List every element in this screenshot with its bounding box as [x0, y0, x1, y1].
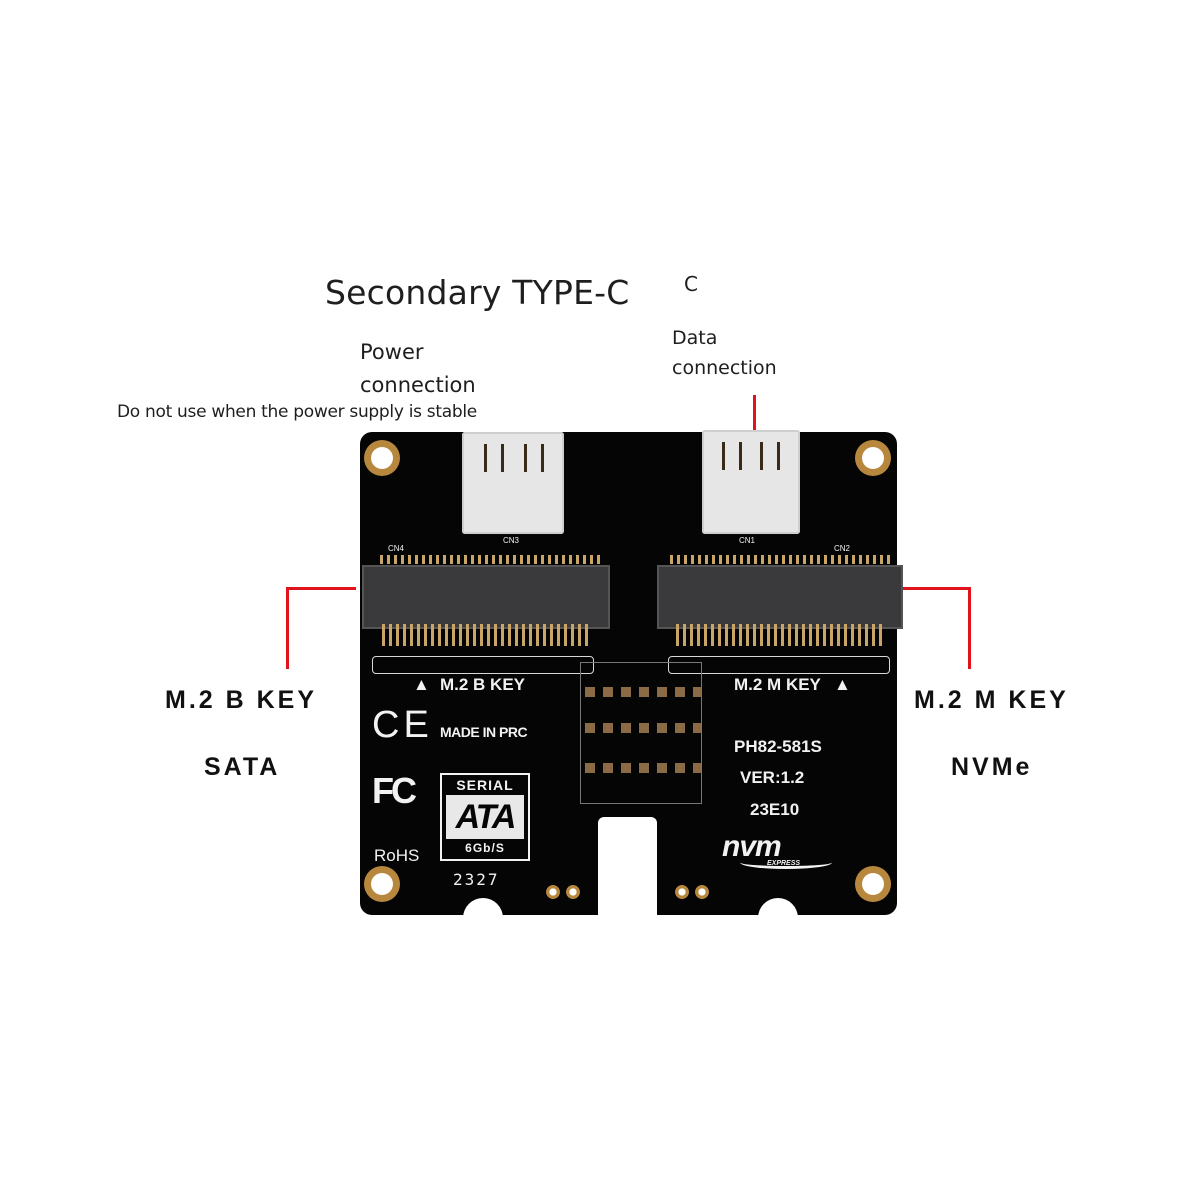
silk-arrow-up-icon: ▲: [834, 675, 851, 694]
sata-logo-mid: ATA: [455, 797, 517, 836]
connector-ref-cn3: CN3: [503, 536, 520, 545]
sata-logo-mid-box: ATA: [446, 795, 524, 839]
right-protocol-label: NVMe: [951, 753, 1033, 781]
sata-logo-top: SERIAL: [456, 777, 514, 793]
left-protocol-label: SATA: [204, 753, 281, 781]
data-connection-label: Data connection: [672, 323, 777, 383]
m2-b-key-slot: [362, 565, 610, 629]
m2-m-key-top-pins: [670, 555, 892, 564]
power-note: Do not use when the power supply is stab…: [117, 402, 477, 422]
annotation-title: Secondary TYPE-C: [325, 273, 630, 312]
sata-logo-bottom: 6Gb/S: [465, 841, 505, 855]
batch-label: 23E10: [750, 800, 800, 819]
fc-mark: FC: [372, 770, 417, 811]
silk-m2-b-key: M.2 B KEY: [440, 675, 526, 694]
connector-spring-icon: [484, 444, 504, 472]
left-callout-line-v: [286, 587, 289, 669]
mounting-hole-top-left: [364, 440, 400, 476]
silk-arrow-up-icon: ▲: [413, 675, 430, 694]
data-label-line1: Data: [672, 327, 718, 349]
power-connection-label: Power connection: [360, 336, 476, 402]
mounting-hole-bottom-right: [855, 866, 891, 902]
left-key-label: M.2 B KEY: [165, 686, 318, 714]
via: [695, 885, 709, 899]
via: [675, 885, 689, 899]
silk-m2-m-key: M.2 M KEY: [734, 675, 821, 694]
m2-b-key-footprint: [372, 656, 594, 674]
mounting-hole-top-right: [855, 440, 891, 476]
version-label: VER:1.2: [740, 768, 805, 787]
connector-ref-cn1: CN1: [739, 536, 756, 545]
m2-b-key-top-pins: [380, 555, 602, 564]
slot-ref-cn4: CN4: [388, 544, 405, 553]
data-callout-line: [753, 395, 756, 431]
model-label: PH82-581S: [734, 737, 822, 756]
passive-components: [580, 662, 702, 804]
connector-spring-icon: [722, 442, 742, 470]
m2-m-key-slot: [657, 565, 903, 629]
right-key-label: M.2 M KEY: [914, 686, 1069, 714]
annotation-title-fragment: C: [684, 272, 698, 296]
right-callout-line-v: [968, 587, 971, 669]
via: [546, 885, 560, 899]
connector-spring-icon: [760, 442, 780, 470]
data-label-line2: connection: [672, 357, 777, 379]
right-callout-line-h: [901, 587, 971, 590]
usb-c-data-connector: [702, 430, 800, 534]
nvme-swoosh-icon: [740, 856, 832, 869]
usb-c-power-connector: [462, 432, 564, 534]
pcb-notch-right: [758, 898, 798, 938]
power-label-line1: Power: [360, 340, 424, 364]
date-code: 2327: [453, 870, 500, 889]
pcb-notch-left: [463, 898, 503, 938]
m2-b-key-contacts: [382, 624, 590, 646]
via: [566, 885, 580, 899]
made-in-label: MADE IN PRC: [440, 724, 528, 740]
connector-spring-icon: [524, 444, 544, 472]
mounting-hole-bottom-left: [364, 866, 400, 902]
power-label-line2: connection: [360, 373, 476, 397]
ce-mark: CE: [372, 704, 433, 746]
pcb-center-cutout: [598, 817, 657, 917]
m2-m-key-contacts: [676, 624, 884, 646]
left-callout-line-h: [286, 587, 356, 590]
slot-ref-cn2: CN2: [834, 544, 851, 553]
sata-logo: SERIAL ATA 6Gb/S: [440, 773, 530, 861]
rohs-mark: RoHS: [374, 846, 420, 865]
